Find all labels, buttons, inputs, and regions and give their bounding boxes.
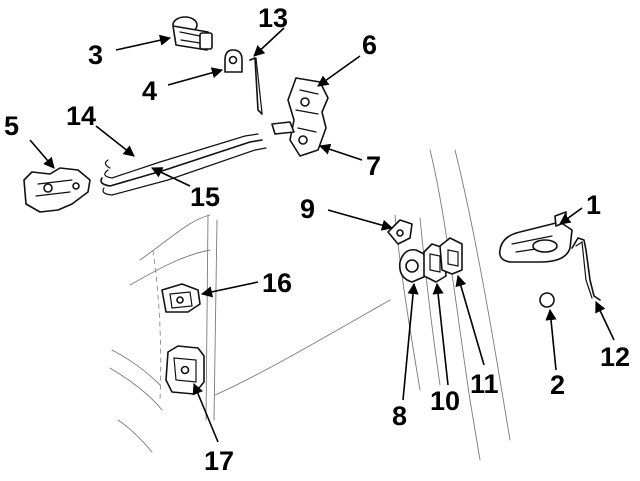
- callout-11: 11: [470, 369, 499, 399]
- part-upper-hinge: [161, 283, 201, 313]
- part-inside-handle: [23, 167, 91, 213]
- leader-10: [432, 282, 449, 386]
- callout-9: 9: [300, 194, 315, 224]
- leader-14: [95, 125, 135, 157]
- part-lock-cylinder: [172, 16, 213, 51]
- callout-16: 16: [262, 268, 292, 298]
- callout-2: 2: [550, 370, 565, 400]
- leader-6: [317, 55, 361, 87]
- leader-17: [192, 382, 219, 443]
- part-handle-rods: [100, 133, 267, 196]
- leader-13: [253, 27, 285, 57]
- part-lock-rod: [249, 57, 263, 115]
- callout-13: 13: [258, 3, 288, 33]
- callout-4: 4: [142, 76, 157, 106]
- leader-5: [29, 139, 55, 169]
- leader-15: [150, 167, 191, 187]
- leader-2: [545, 308, 557, 371]
- callout-8: 8: [392, 401, 407, 431]
- callout-17: 17: [204, 446, 234, 476]
- part-handle-rod: [571, 237, 601, 301]
- leader-lines: [29, 27, 615, 443]
- callout-5: 5: [4, 111, 19, 141]
- leader-3: [115, 34, 172, 51]
- part-plug: [539, 292, 555, 308]
- callout-labels: 1 2 3 4 5 6 7 8 9 10 11 12 13 14 15 16 1…: [4, 3, 630, 476]
- part-bezel-set: [398, 237, 463, 283]
- leader-8: [402, 282, 419, 401]
- part-bracket: [387, 219, 413, 245]
- leader-12: [595, 300, 615, 341]
- callout-14: 14: [66, 101, 96, 131]
- part-lower-hinge: [165, 345, 205, 395]
- callout-15: 15: [190, 182, 220, 212]
- callout-10: 10: [430, 386, 460, 416]
- callout-6: 6: [362, 30, 377, 60]
- callout-1: 1: [586, 190, 601, 220]
- part-outside-handle: [498, 211, 573, 263]
- callout-12: 12: [600, 342, 630, 372]
- leader-7: [318, 143, 363, 161]
- leader-11: [455, 274, 485, 366]
- callout-7: 7: [366, 151, 381, 181]
- part-retainer-clip: [224, 49, 243, 73]
- leader-1: [559, 207, 583, 225]
- leader-16: [200, 281, 259, 298]
- leader-9: [327, 209, 394, 231]
- leader-4: [167, 67, 224, 86]
- part-door-latch: [271, 77, 329, 157]
- callout-3: 3: [88, 40, 103, 70]
